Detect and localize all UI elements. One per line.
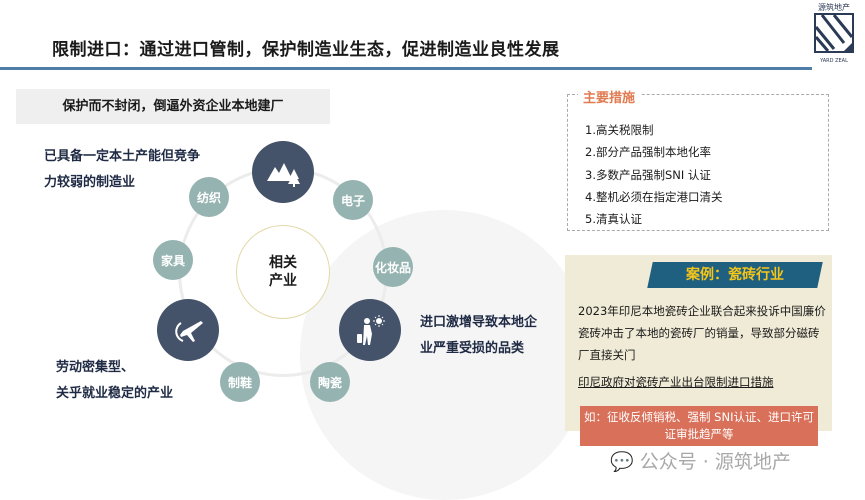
measures-box: 主要措施 1.高关税限制 2.部分产品强制本地化率 3.多数产品强制SNI 认证… [567,87,829,231]
label-top-left: 已具备一定本土产能但竞争力较弱的制造业 [44,149,201,190]
label-bottom-left: 劳动密集型、关乎就业稳定的产业 [56,360,174,401]
case-example: 如：征收反倾销税、强制 SNI认证、进口许可证审批趋严等 [580,406,818,446]
measure-item: 2.部分产品强制本地化率 [585,145,711,160]
logo-mark-icon [814,13,854,53]
airplane-icon [157,299,219,361]
node-footwear: 制鞋 [220,362,260,402]
label-right: 进口激增导致本地企业严重受损的品类 [420,315,538,356]
node-textile: 纺织 [189,177,229,217]
node-electronics: 电子 [333,180,373,220]
logo-en: YARD ZEAL [820,58,848,64]
logo: 源筑地产 YARD ZEAL [806,2,862,64]
measure-item: 3.多数产品强制SNI 认证 [585,167,711,182]
node-furniture: 家具 [153,240,193,280]
title-divider [0,67,812,70]
subtitle-banner: 保护而不封闭，倒逼外资企业本地建厂 [16,89,330,124]
center-circle: 相关产业 [236,225,330,319]
measure-item: 4.整机必须在指定港口清关 [585,189,723,204]
case-conclusion: 印尼政府对瓷砖产业出台限制进口措施 [578,375,774,389]
center-label: 产业 [269,273,297,289]
measure-item: 5.清真认证 [585,212,642,227]
traveler-icon [339,299,401,361]
node-ceramics: 陶瓷 [310,362,350,402]
node-cosmetics: 化妆品 [373,247,413,287]
measure-item: 1.高关税限制 [585,123,654,137]
case-title: 案例：瓷砖行业 [647,262,823,288]
watermark: 💬 公众号 · 源筑地产 [610,451,791,473]
case-body: 2023年印尼本地瓷砖企业联合起来投诉中国廉价瓷砖冲击了本地的瓷砖厂的销量，导致… [578,304,826,362]
measures-title: 主要措施 [578,87,641,106]
center-label: 相关 [269,255,297,271]
wechat-icon: 💬 [610,451,634,473]
page-title: 限制进口：通过进口管制，保护制造业生态，促进制造业良性发展 [52,40,560,60]
mountain-tree-icon [252,141,314,203]
logo-cn: 源筑地产 [818,3,850,12]
